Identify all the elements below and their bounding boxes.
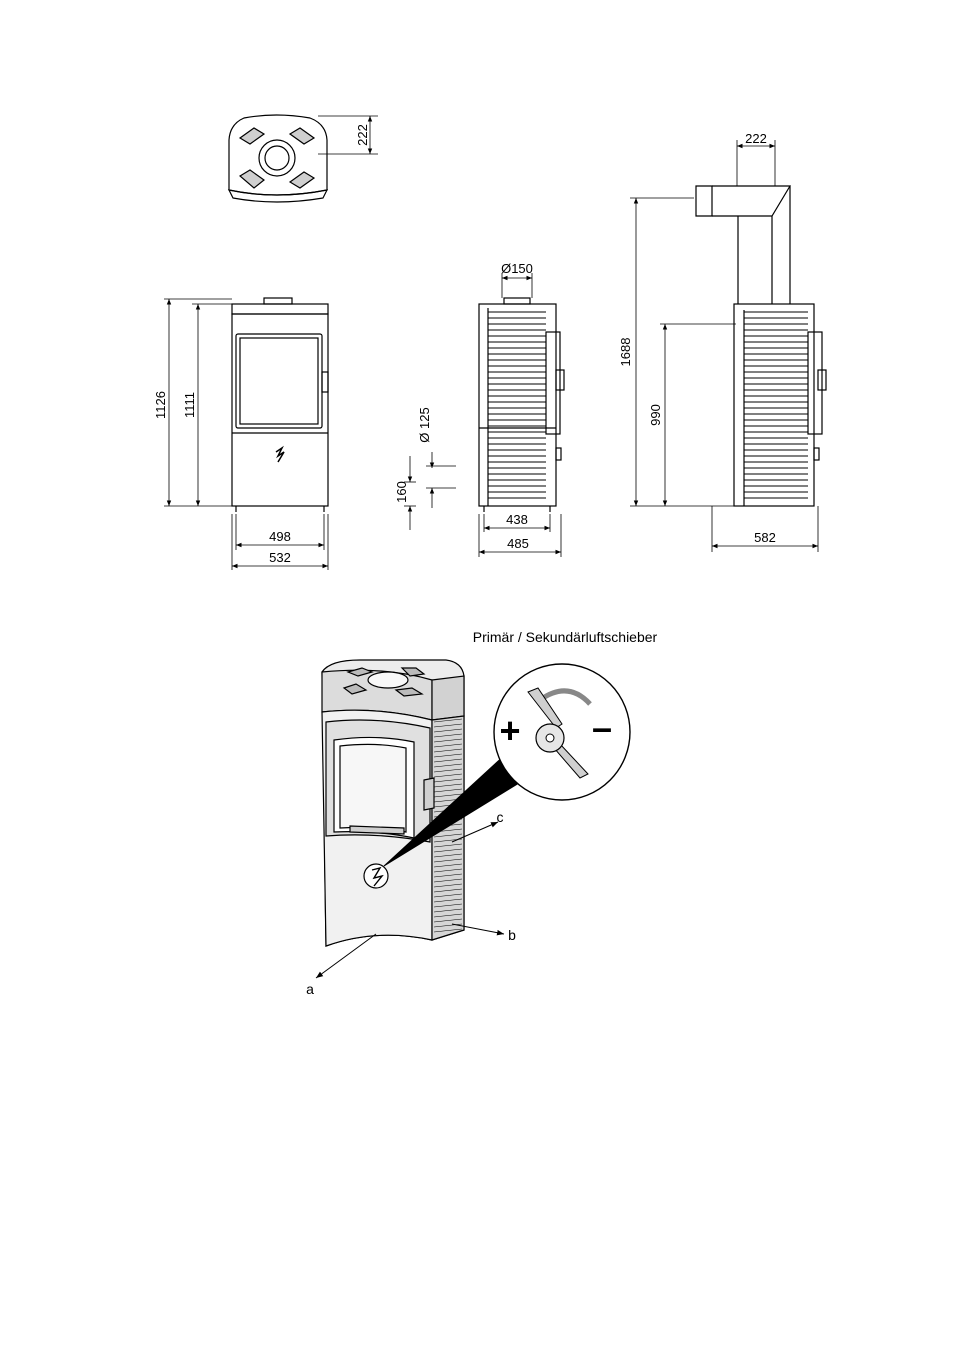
minus-sign: –	[592, 707, 612, 748]
flue-offset-dimension	[737, 140, 775, 186]
side-view-ribs	[488, 312, 546, 498]
flue-offset-label: 222	[745, 131, 767, 146]
rear-flue-view	[696, 186, 826, 506]
outer-depth-label: 485	[507, 536, 529, 551]
top-depth-label: 222	[355, 124, 370, 146]
air-inlet-dimensions	[404, 452, 456, 530]
air-inlet-diameter-label: Ø 125	[417, 407, 432, 442]
top-view	[229, 115, 327, 202]
inner-width-label: 498	[269, 529, 291, 544]
inner-depth-label: 438	[506, 512, 528, 527]
outer-width-label: 532	[269, 550, 291, 565]
top-vent-slot	[290, 172, 314, 188]
axis-b-label: b	[508, 927, 516, 943]
axis-c-label: c	[497, 809, 504, 825]
depth-with-flue-dimension	[712, 506, 818, 552]
logo-icon	[276, 448, 284, 462]
air-inlet-height-label: 160	[394, 481, 409, 503]
body-height-label: 1111	[182, 392, 197, 418]
top-vent-slot	[240, 128, 264, 144]
flue-diameter-dimension	[502, 273, 532, 298]
rear-flue-ribs	[744, 312, 808, 498]
plus-sign: +	[499, 710, 520, 751]
stove-perspective	[322, 660, 464, 946]
rear-flue-height-label: 990	[648, 404, 663, 426]
flue-diameter-label: Ø150	[501, 261, 533, 276]
top-vent-slot	[240, 170, 264, 188]
top-vent-slot	[290, 128, 314, 144]
total-height-label: 1126	[153, 391, 168, 419]
front-height-dimensions	[164, 299, 232, 506]
axis-a-label: a	[306, 981, 314, 997]
flue-height-label: 1688	[618, 338, 633, 367]
depth-with-flue-label: 582	[754, 530, 776, 545]
detail-caption: Primär / Sekundärluftschieber	[473, 629, 658, 645]
front-view	[232, 298, 328, 512]
rear-flue-height-dimensions	[630, 198, 736, 506]
